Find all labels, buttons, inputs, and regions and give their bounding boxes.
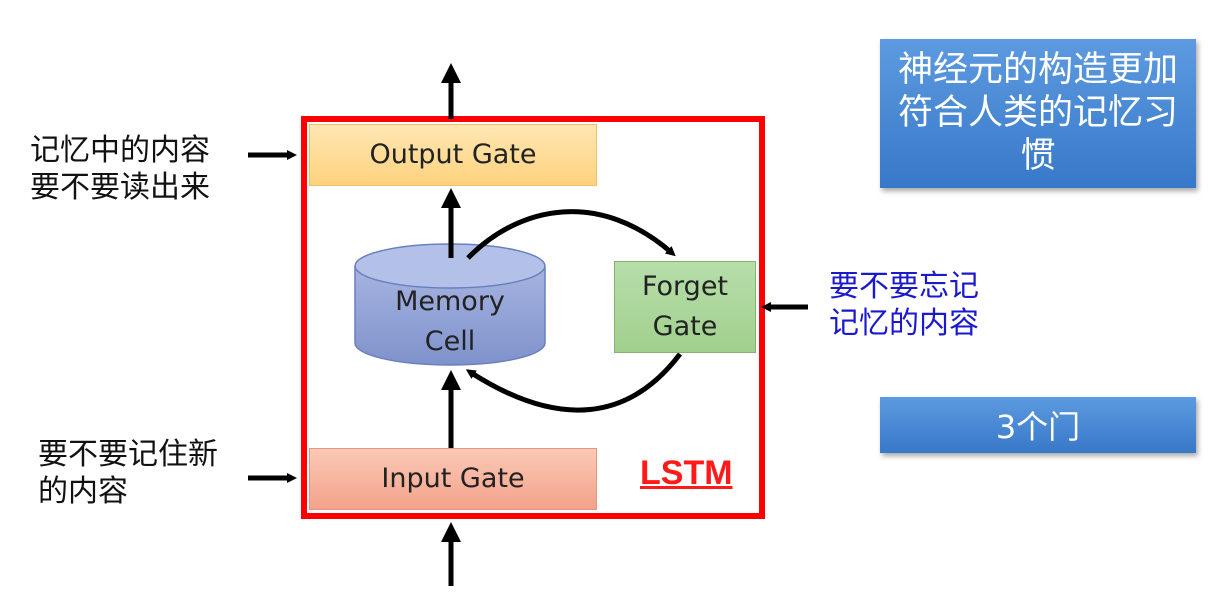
forget-to-cell-arrow xyxy=(465,352,682,413)
forget-gate: Forget Gate xyxy=(614,261,756,353)
forget-note-line1: 要不要忘记 xyxy=(829,269,979,304)
forget-control-note: 要不要忘记 记忆的内容 xyxy=(829,268,979,342)
forget-gate-label-line2: Gate xyxy=(652,311,718,342)
read-note-line1: 记忆中的内容 xyxy=(30,133,210,168)
gate-count-callout-text: 3个门 xyxy=(995,408,1081,446)
lstm-box xyxy=(301,116,765,519)
cell-to-forget-arrow xyxy=(466,209,676,260)
write-control-note: 要不要记住新 的内容 xyxy=(38,436,218,510)
analogy-callout-text: 神经元的构造更加符合人类的记忆习惯 xyxy=(898,50,1179,176)
gate-count-callout: 3个门 xyxy=(880,397,1196,453)
write-note-line1: 要不要记住新 xyxy=(38,437,218,472)
analogy-callout: 神经元的构造更加符合人类的记忆习惯 xyxy=(880,39,1196,188)
memory-cell-label-line2: Cell xyxy=(424,326,476,357)
read-control-note: 记忆中的内容 要不要读出来 xyxy=(30,132,210,206)
forget-gate-label-line1: Forget xyxy=(641,271,729,302)
memory-cell-cylinder xyxy=(354,243,546,366)
output-gate-label: Output Gate xyxy=(369,139,537,170)
write-note-line2: 的内容 xyxy=(38,474,128,509)
forget-note-line2: 记忆的内容 xyxy=(829,306,979,341)
lstm-label: LSTM xyxy=(640,454,733,492)
memory-cell-label-line1: Memory xyxy=(395,286,505,317)
read-note-line2: 要不要读出来 xyxy=(30,170,210,205)
input-gate-label: Input Gate xyxy=(381,463,525,494)
input-gate: Input Gate xyxy=(309,448,597,510)
output-gate: Output Gate xyxy=(309,124,597,186)
memory-cell-label: Memory Cell xyxy=(355,277,545,367)
